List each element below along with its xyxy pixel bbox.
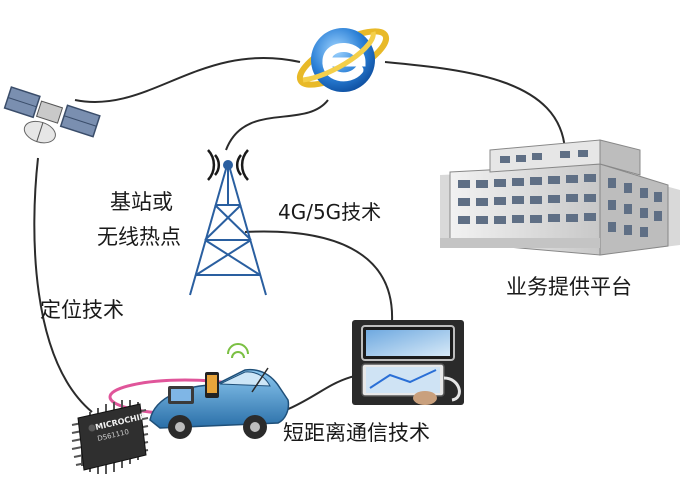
car-icon	[108, 343, 290, 439]
satellite-icon	[3, 86, 101, 144]
internet-explorer-icon	[296, 28, 390, 92]
link-satellite-internet	[74, 56, 301, 103]
chip-icon: MICROCHIP DS61110	[71, 400, 149, 474]
link-tower-navigator	[244, 230, 394, 323]
link-internet-tower	[225, 99, 329, 151]
link-satellite-chip	[33, 157, 93, 413]
short-range-tech-label: 短距离通信技术	[283, 421, 430, 445]
positioning-tech-label: 定位技术	[40, 298, 124, 322]
service-platform-label: 业务提供平台	[506, 275, 632, 299]
link-internet-building	[384, 61, 566, 151]
base-station-label-line2: 无线热点	[97, 225, 181, 249]
base-station-label-line1: 基站或	[110, 190, 173, 214]
cell-tower-icon	[189, 149, 267, 296]
network-tech-label: 4G/5G技术	[278, 200, 382, 224]
car-navigation-device-icon	[352, 320, 464, 405]
office-building-icon	[440, 139, 680, 256]
